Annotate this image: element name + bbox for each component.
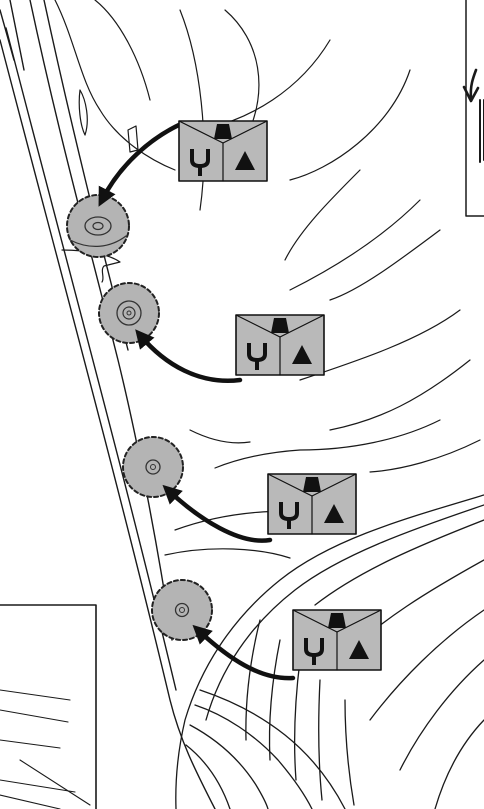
callout-4 — [291, 608, 383, 672]
arrow-4 — [192, 624, 296, 681]
callout-3 — [266, 472, 358, 536]
inset-bottom-left — [0, 604, 97, 809]
callout-1 — [177, 119, 269, 183]
fastener-2 — [98, 282, 160, 344]
arrow-3 — [162, 484, 273, 543]
arrow-2 — [135, 329, 243, 384]
arrow-1 — [98, 120, 186, 207]
fastener-3 — [122, 436, 184, 498]
pointer-arrows — [98, 120, 296, 681]
down-arrow-icon — [462, 68, 480, 103]
inset-top-right — [462, 0, 484, 217]
callout-2 — [234, 313, 326, 377]
fastener-1 — [66, 194, 130, 258]
fastener-4 — [151, 579, 213, 641]
